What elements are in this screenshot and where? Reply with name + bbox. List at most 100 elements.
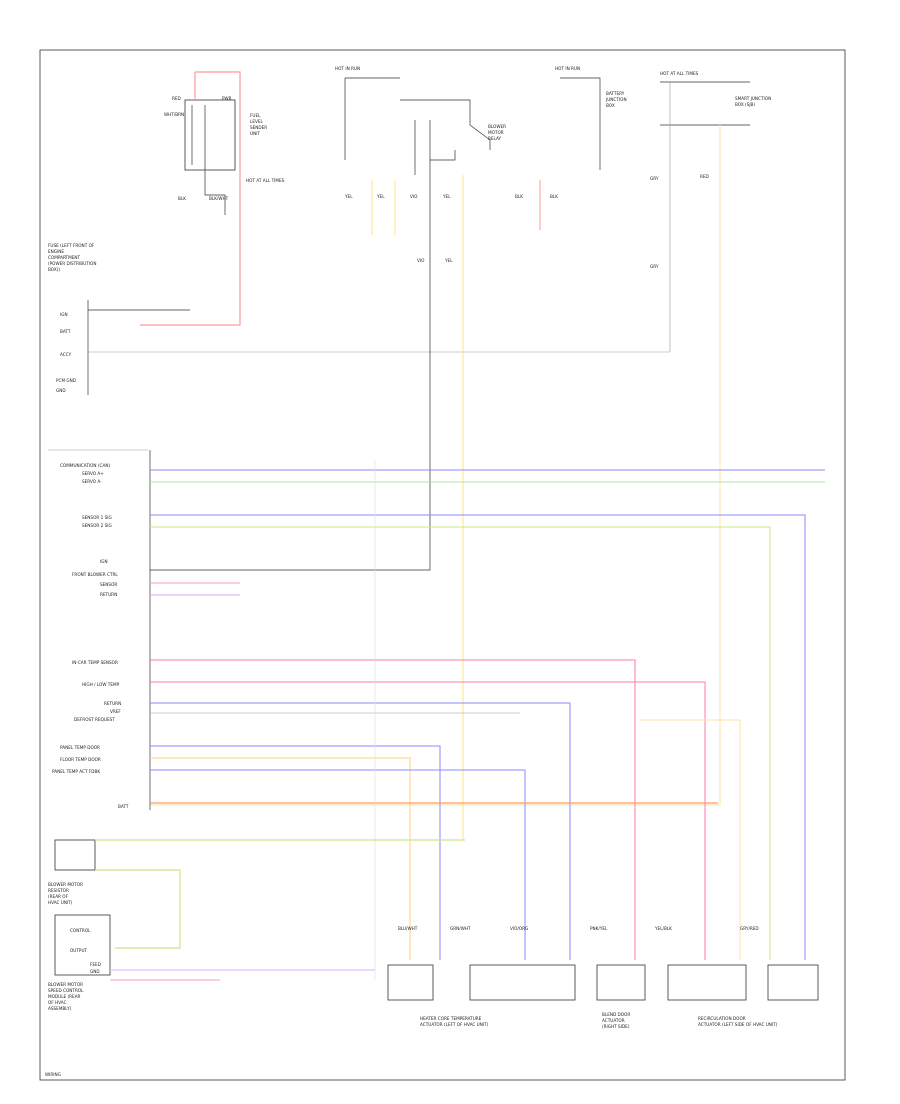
wire-blue-2 xyxy=(150,514,806,960)
top-switch-label: HOT IN RUN xyxy=(335,66,360,71)
bottom-wire-labels: BLU/WHT GRN/WHT VIO/ORG PNK/YEL YEL/BLK … xyxy=(398,926,759,931)
main-module: COMMUNICATION (CAN) SERVO A+ SERVO A- SE… xyxy=(48,449,151,810)
ground-label-1: BLK xyxy=(178,196,186,201)
top-left-desc-1: FUEL xyxy=(250,113,261,118)
bottom-2-name-2: ACTUATOR xyxy=(602,1018,625,1023)
module-pin-5: IGN xyxy=(100,559,108,564)
left-pin-ign: IGN xyxy=(60,312,68,317)
wire-red-loop xyxy=(140,71,241,326)
top-left-desc-3: SENDER xyxy=(250,125,267,130)
speed-module-pin-2: FEED xyxy=(90,962,101,967)
left-pin-accy: ACCY xyxy=(60,352,72,357)
left-pin-pcm-gnd: PCM GND xyxy=(56,378,76,383)
bottom-3-name-1: RECIRCULATION DOOR xyxy=(698,1016,746,1021)
wire-color-5: GRY/RED xyxy=(740,926,759,931)
far-right-desc-2: BOX (SJB) xyxy=(735,102,755,107)
module-pin-4: SENSOR 2 SIG xyxy=(82,523,112,528)
far-right-label: HOT AT ALL TIMES xyxy=(660,71,699,76)
wire-color-3: PNK/YEL xyxy=(590,926,608,931)
top-switch-note: BLOWER xyxy=(488,124,506,129)
wire-pink-2 xyxy=(150,659,636,960)
top-right-desc-3: BOX xyxy=(606,103,615,108)
diagram-frame xyxy=(39,49,846,1081)
svg-text:YEL: YEL xyxy=(442,194,451,199)
wire-color-4: YEL/BLK xyxy=(654,926,672,931)
bottom-component-2: BLEND DOOR ACTUATOR (RIGHT SIDE) xyxy=(596,964,646,1029)
svg-text:YEL: YEL xyxy=(376,194,385,199)
top-right-desc: BATTERY xyxy=(606,91,625,96)
wire-black-ground xyxy=(204,165,226,215)
module-pin-12: VREF xyxy=(110,709,121,714)
speed-module-name-2: SPEED CONTROL xyxy=(48,988,84,993)
svg-text:BLK: BLK xyxy=(550,194,558,199)
ground-label-2: BLK/WHT xyxy=(209,196,229,201)
module-pin-0: COMMUNICATION (CAN) xyxy=(60,463,110,468)
wire-green-2 xyxy=(150,526,771,960)
wire-batt xyxy=(150,125,721,806)
bottom-component-1: HEATER CORE TEMPERATURE ACTUATOR (LEFT O… xyxy=(387,964,576,1027)
module-pin-13: DEFROST REQUEST xyxy=(74,717,115,722)
bottom-component-3: RECIRCULATION DOOR ACTUATOR (LEFT SIDE O… xyxy=(667,964,819,1027)
blower-resistor-name-1: BLOWER MOTOR xyxy=(48,882,83,887)
module-pin-2: SERVO A- xyxy=(82,479,102,484)
wire-yel-3 xyxy=(150,757,411,960)
top-right-label: HOT IN RUN xyxy=(555,66,580,71)
far-right-desc: SMART JUNCTION xyxy=(735,96,771,101)
module-pin-1: SERVO A+ xyxy=(82,471,104,476)
blower-speed-module: CONTROL OUTPUT FEED GND BLOWER MOTOR SPE… xyxy=(48,914,111,1011)
top-left-pin-3: PWR xyxy=(222,96,232,101)
svg-text:YEL: YEL xyxy=(444,258,453,263)
speed-module-pin-3: GND xyxy=(90,969,100,974)
module-pin-14: PANEL TEMP DOOR xyxy=(60,745,100,750)
module-pin-15: FLOOR TEMP DOOR xyxy=(60,757,101,762)
module-pin-17: BATT xyxy=(118,804,129,809)
svg-text:YEL: YEL xyxy=(344,194,353,199)
blower-resistor-name-3: (REAR OF xyxy=(48,894,69,899)
wire-blue-4 xyxy=(150,745,441,960)
left-connector-title-2: ENGINE xyxy=(48,249,64,254)
left-connector-title-4: (POWER DISTRIBUTION xyxy=(48,261,96,266)
wire-color-0: BLU/WHT xyxy=(398,926,418,931)
wire-blue-3 xyxy=(150,702,571,960)
wire-pink-3 xyxy=(150,681,706,960)
left-pin-batt: BATT xyxy=(60,329,71,334)
svg-text:GRY: GRY xyxy=(650,176,659,181)
module-pin-11: RETURN xyxy=(104,701,121,706)
blower-resistor-name-2: RESISTOR xyxy=(48,888,69,893)
top-left-desc-4: UNIT xyxy=(250,131,260,136)
bottom-1-name-1: HEATER CORE TEMPERATURE xyxy=(420,1016,482,1021)
module-pin-3: SENSOR 1 SIG xyxy=(82,515,112,520)
wire-color-1: GRN/WHT xyxy=(450,926,471,931)
speed-module-name-1: BLOWER MOTOR xyxy=(48,982,83,987)
module-pin-9: IN-CAR TEMP SENSOR xyxy=(72,660,118,665)
module-pin-10: HIGH / LOW TEMP xyxy=(82,682,120,687)
module-pin-8: RETURN xyxy=(100,592,117,597)
module-pin-6: FRONT BLOWER CTRL xyxy=(72,572,118,577)
left-connector-title-3: COMPARTMENT xyxy=(48,255,81,260)
speed-module-pin-0: CONTROL xyxy=(70,928,91,933)
bottom-2-name-3: (RIGHT SIDE) xyxy=(602,1024,630,1029)
wire-vio-main xyxy=(150,175,431,571)
svg-text:VIO: VIO xyxy=(417,258,425,263)
svg-text:BLK: BLK xyxy=(515,194,523,199)
module-pin-7: SENSOR xyxy=(100,582,117,587)
bottom-1-name-2: ACTUATOR (LEFT OF HVAC UNIT) xyxy=(420,1022,489,1027)
left-connector: FUSE (LEFT FRONT OF ENGINE COMPARTMENT (… xyxy=(48,243,96,395)
top-left-hot: HOT AT ALL TIMES xyxy=(246,178,285,183)
top-switch-note-3: RELAY xyxy=(488,136,502,141)
left-connector-title-5: BOX)) xyxy=(48,267,60,272)
speed-module-name-3: MODULE (REAR xyxy=(48,994,81,999)
bottom-3-name-2: ACTUATOR (LEFT SIDE OF HVAC UNIT) xyxy=(698,1022,778,1027)
speed-module-name-4: OF HVAC xyxy=(48,1000,67,1005)
speed-module-name-5: ASSEMBLY) xyxy=(48,1006,72,1011)
left-connector-title-1: FUSE (LEFT FRONT OF xyxy=(48,243,95,248)
svg-text:RED: RED xyxy=(700,174,709,179)
wire-label-row: YEL YEL VIO YEL BLK BLK VIO YEL GRY GRY … xyxy=(344,174,709,269)
wire-color-2: VIO/ORG xyxy=(510,926,528,931)
left-pin-gnd: GND xyxy=(56,388,66,393)
top-left-pin-2: WHT/BRN xyxy=(164,112,184,117)
svg-text:VIO: VIO xyxy=(410,194,418,199)
top-left-component: RED WHT/BRN PWR FUEL LEVEL SENDER UNIT H… xyxy=(164,96,285,183)
